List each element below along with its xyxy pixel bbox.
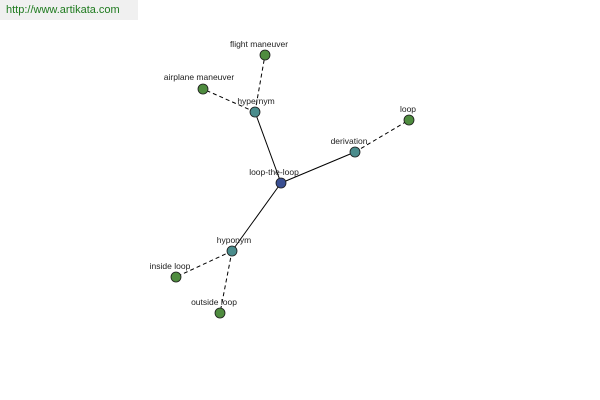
edges-layer <box>175 54 410 314</box>
node-loop-the-loop[interactable] <box>275 177 287 189</box>
node-label-inside-loop[interactable]: inside loop <box>150 261 191 271</box>
node-label-outside-loop[interactable]: outside loop <box>191 297 237 307</box>
node-label-airplane-maneuver[interactable]: airplane maneuver <box>164 72 235 82</box>
nodes-layer <box>170 49 415 319</box>
node-label-hypernym[interactable]: hypernym <box>237 96 274 106</box>
edge-derivation-to-loop <box>354 119 410 153</box>
edge-hypernym-to-flight-maneuver <box>254 54 266 113</box>
site-url-watermark[interactable]: http://www.artikata.com <box>0 0 138 20</box>
node-hypernym[interactable] <box>249 106 261 118</box>
node-derivation[interactable] <box>349 146 361 158</box>
node-label-loop[interactable]: loop <box>400 104 416 114</box>
node-label-loop-the-loop[interactable]: loop-the-loop <box>249 167 299 177</box>
edge-hypernym-to-airplane-maneuver <box>202 88 256 113</box>
node-inside-loop[interactable] <box>170 271 182 283</box>
edge-loop-the-loop-to-derivation <box>280 151 356 184</box>
node-airplane-maneuver[interactable] <box>197 83 209 95</box>
node-outside-loop[interactable] <box>214 307 226 319</box>
edge-loop-the-loop-to-hypernym <box>254 111 282 184</box>
edge-hyponym-to-inside-loop <box>175 250 233 278</box>
node-label-derivation[interactable]: derivation <box>331 136 368 146</box>
labels-layer: loop-the-loop hypernym derivation hyponym fl… <box>150 39 417 307</box>
edge-loop-the-loop-to-hyponym <box>231 182 282 252</box>
node-loop[interactable] <box>403 114 415 126</box>
node-label-flight-maneuver[interactable]: flight maneuver <box>230 39 288 49</box>
edge-hyponym-to-outside-loop <box>219 250 233 314</box>
node-flight-maneuver[interactable] <box>259 49 271 61</box>
node-label-hyponym[interactable]: hyponym <box>217 235 252 245</box>
node-hyponym[interactable] <box>226 245 238 257</box>
